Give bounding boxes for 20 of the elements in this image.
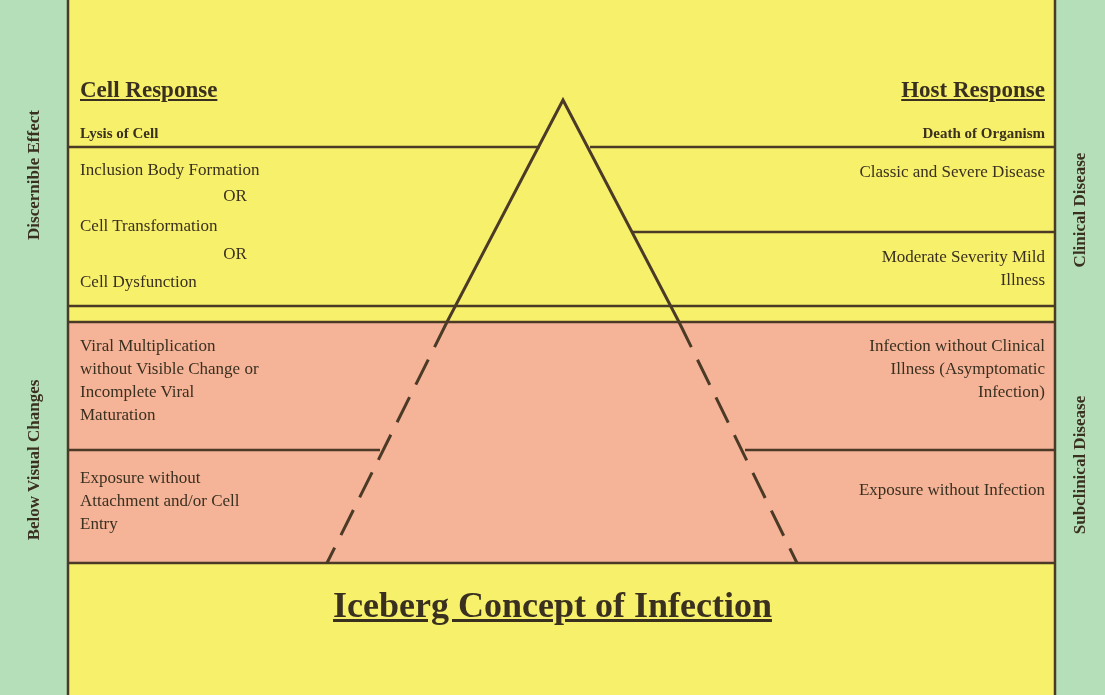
diagram-title: Iceberg Concept of Infection [332,584,773,626]
stage-text: Infection without Clinical Illness (Asymptomatic Infection) [868,335,1045,403]
stage-text: Inclusion Body Formation [80,159,261,181]
stage-text: OR [222,243,248,265]
subheading: Lysis of Cell [80,124,160,143]
stage-text: Classic and Severe Disease [858,161,1045,183]
side-heading: Subclinical Disease [1070,395,1090,535]
stage-text: Cell Transformation [80,215,219,237]
stage-text: OR [222,185,248,207]
stage-text: Exposure without Infection [858,479,1045,501]
stage-text: Exposure without Attachment and/or Cell Entry [80,467,241,535]
stage-text: Viral Multiplication without Visible Change or Incomplete Viral Maturation [80,335,260,426]
side-heading: Below Visual Changes [24,379,44,541]
side-heading: Clinical Disease [1070,152,1090,268]
subheading: Death of Organism [921,124,1045,143]
column-heading: Host Response [900,78,1045,101]
side-heading: Discernible Effect [24,110,44,240]
stage-text: Moderate Severity Mild Illness [880,246,1045,291]
column-heading: Cell Response [80,78,219,101]
stage-text: Cell Dysfunction [80,271,198,293]
